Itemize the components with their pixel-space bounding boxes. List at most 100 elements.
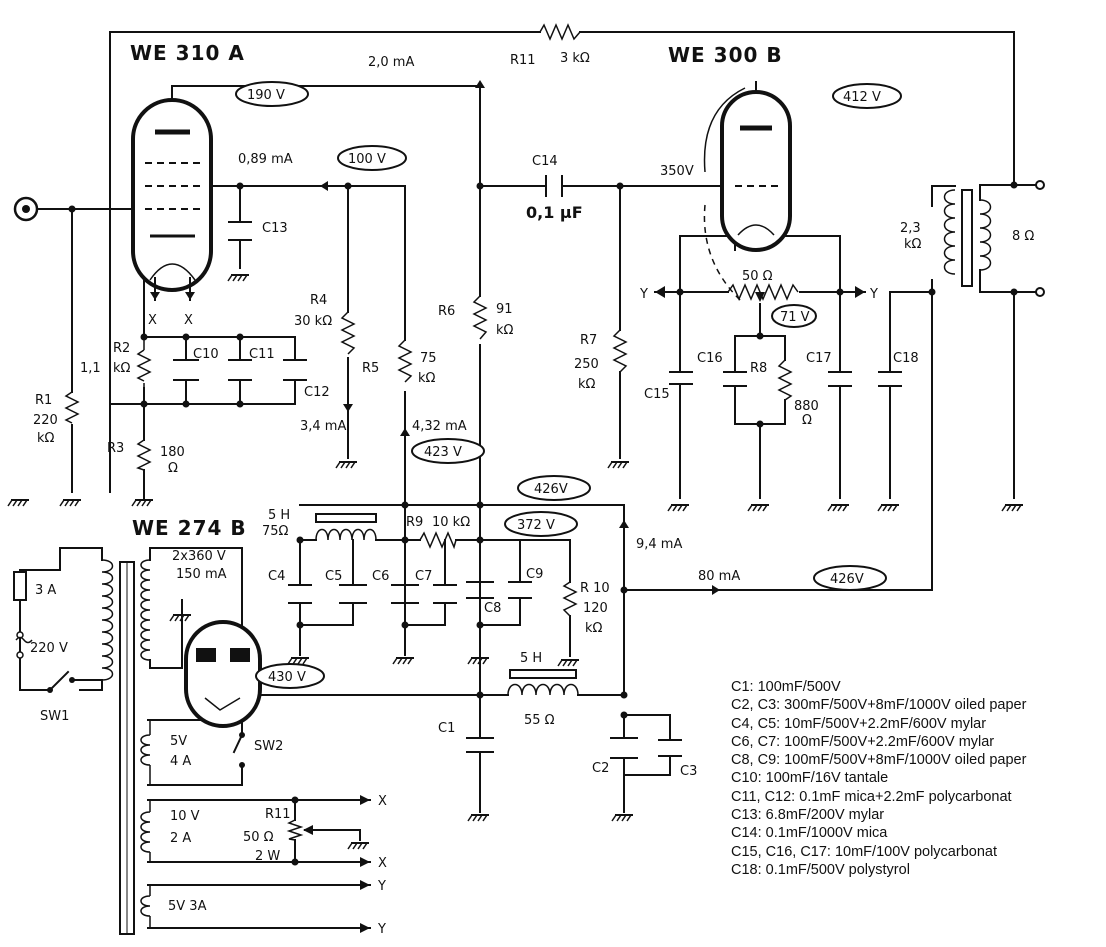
c13-label: C13 bbox=[262, 221, 288, 236]
power-transformer-icon bbox=[59, 547, 243, 935]
c14-label: C14 bbox=[532, 154, 558, 169]
c7-label: C7 bbox=[415, 569, 432, 584]
parts-list-item: C10: 100mF/16V tantale bbox=[731, 770, 889, 787]
voltage-412: 412 V bbox=[843, 90, 881, 105]
voltage-430: 430 V bbox=[268, 670, 306, 685]
parts-list: C1: 100mF/500V C2, C3: 300mF/500V+8mF/10… bbox=[731, 678, 1026, 879]
terminal-y-right: Y bbox=[869, 287, 878, 302]
c10-label: C10 bbox=[193, 347, 219, 362]
r1-aux-value: 1,1 bbox=[80, 361, 101, 376]
fil1-voltage: 5V bbox=[170, 734, 187, 749]
terminal-x-left: X bbox=[148, 313, 157, 328]
fuse-label: 3 A bbox=[35, 583, 56, 598]
r3-value: 180 bbox=[160, 445, 185, 460]
choke2-value: 5 H bbox=[520, 651, 542, 666]
parts-list-item: C4, C5: 10mF/500V+2.2mF/600V mylar bbox=[731, 715, 987, 732]
c6-label: C6 bbox=[372, 569, 389, 584]
r11-top-value: 3 kΩ bbox=[560, 51, 590, 66]
input-jack-icon bbox=[13, 196, 39, 222]
terminal-y-fil-top: Y bbox=[377, 879, 386, 894]
r2-label: R2 bbox=[113, 341, 130, 356]
parts-list-item: C18: 0.1mF/500V polystyrol bbox=[731, 861, 910, 878]
parts-list-item: C14: 0.1mF/1000V mica bbox=[731, 825, 888, 842]
parts-list-item: C8, C9: 100mF/500V+8mF/1000V oiled paper bbox=[731, 752, 1027, 769]
resistors bbox=[64, 23, 799, 841]
r11-bottom-watt: 2 W bbox=[255, 849, 280, 864]
r5-value: 75 bbox=[420, 351, 437, 366]
terminal-x-right: X bbox=[184, 313, 193, 328]
hv-winding-current: 150 mA bbox=[176, 567, 227, 582]
c11-label: C11 bbox=[249, 347, 275, 362]
c17-label: C17 bbox=[806, 351, 832, 366]
r11-top-label: R11 bbox=[510, 53, 536, 68]
r4-label: R4 bbox=[310, 293, 327, 308]
c9-label: C9 bbox=[526, 567, 543, 582]
r10-unit: kΩ bbox=[585, 621, 603, 636]
mains-voltage: 220 V bbox=[30, 641, 68, 656]
r3-label: R3 bbox=[107, 441, 124, 456]
current-2mA: 2,0 mA bbox=[368, 55, 414, 70]
r7-unit: kΩ bbox=[578, 377, 596, 392]
transformer-primary: 2,3 bbox=[900, 221, 921, 236]
c1-label: C1 bbox=[438, 721, 455, 736]
r11-bottom-value: 50 Ω bbox=[243, 830, 274, 845]
c15-label: C15 bbox=[644, 387, 670, 402]
parts-list-item: C2, C3: 300mF/500V+8mF/1000V oiled paper bbox=[731, 697, 1027, 714]
c14-value: 0,1 μF bbox=[526, 203, 583, 222]
c5-label: C5 bbox=[325, 569, 342, 584]
inductors bbox=[315, 513, 579, 696]
wiring bbox=[19, 31, 1039, 929]
voltage-100: 100 V bbox=[348, 152, 386, 167]
c3-label: C3 bbox=[680, 764, 697, 779]
junction-dots bbox=[68, 181, 1018, 866]
output-transformer-icon bbox=[943, 180, 1045, 297]
current-80mA: 80 mA bbox=[698, 569, 740, 584]
r9-value: 10 kΩ bbox=[432, 515, 470, 530]
terminal-x-fil-top: X bbox=[378, 794, 387, 809]
choke2-resistance: 55 Ω bbox=[524, 713, 555, 728]
r5-unit: kΩ bbox=[418, 371, 436, 386]
r10-value: 120 bbox=[583, 601, 608, 616]
r5-label: R5 bbox=[362, 361, 379, 376]
choke1-value: 5 H bbox=[268, 508, 290, 523]
voltage-423: 423 V bbox=[424, 445, 462, 460]
c8-label: C8 bbox=[484, 601, 501, 616]
r1-value: 220 bbox=[33, 413, 58, 428]
parts-list-item: C15, C16, C17: 10mF/100V polycarbonat bbox=[731, 843, 997, 860]
r2-unit: kΩ bbox=[113, 361, 131, 376]
current-34mA: 3,4 mA bbox=[300, 419, 346, 434]
terminal-y-left: Y bbox=[639, 287, 648, 302]
c18-label: C18 bbox=[893, 351, 919, 366]
c4-label: C4 bbox=[268, 569, 285, 584]
voltage-350: 350V bbox=[660, 164, 694, 179]
voltage-badges bbox=[235, 81, 902, 689]
voltage-372: 372 V bbox=[517, 518, 555, 533]
r11-bottom-label: R11 bbox=[265, 807, 291, 822]
capacitors bbox=[173, 175, 902, 759]
current-432mA: 4,32 mA bbox=[412, 419, 467, 434]
r1-unit: kΩ bbox=[37, 431, 55, 446]
r6-label: R6 bbox=[438, 304, 455, 319]
switch-sw1-label: SW1 bbox=[40, 709, 69, 724]
fil2-current: 2 A bbox=[170, 831, 191, 846]
tube-label-we274b: WE 274 B bbox=[132, 516, 247, 540]
parts-list-item: C6, C7: 100mF/500V+2.2mF/600V mylar bbox=[731, 733, 995, 750]
mains-switches-icon bbox=[13, 571, 245, 768]
parts-list-item: C11, C12: 0.1mF mica+2.2mF polycarbonat bbox=[731, 788, 1012, 805]
r7-value: 250 bbox=[574, 357, 599, 372]
current-089mA: 0,89 mA bbox=[238, 152, 293, 167]
terminal-y-fil-bottom: Y bbox=[377, 922, 386, 937]
choke1-resistance: 75Ω bbox=[262, 524, 289, 539]
fil2-voltage: 10 V bbox=[170, 809, 200, 824]
switch-sw2-label: SW2 bbox=[254, 739, 283, 754]
parts-list-item: C13: 6.8mF/200V mylar bbox=[731, 807, 885, 824]
r8-unit: Ω bbox=[802, 413, 812, 428]
r6-unit: kΩ bbox=[496, 323, 514, 338]
voltage-71: 71 V bbox=[780, 310, 810, 325]
tube-label-we300b: WE 300 B bbox=[668, 43, 783, 67]
c16-label: C16 bbox=[697, 351, 723, 366]
r1-label: R1 bbox=[35, 393, 52, 408]
r9-label: R9 bbox=[406, 515, 423, 530]
voltage-426b: 426V bbox=[830, 572, 864, 587]
